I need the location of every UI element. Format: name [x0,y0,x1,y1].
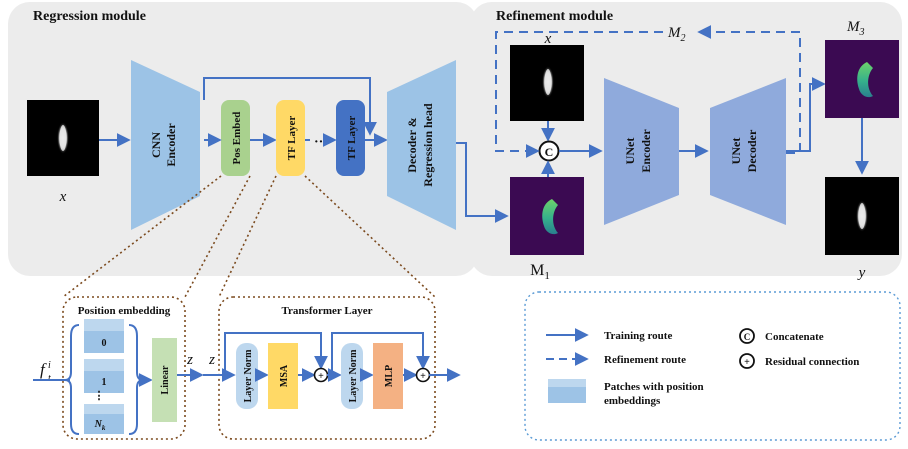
layer-norm-1-label: Layer Norm [243,349,254,403]
residual-add-2-symbol: + [420,371,426,382]
tf-layer-label: TF Layer [286,116,298,161]
legend-refinement-label: Refinement route [604,354,686,366]
patch-1-label: 1 [102,377,107,388]
legend-concat-label: Concatenate [765,331,824,343]
patch-0: 0 [84,319,124,353]
unet-decoder-line2: Decoder [745,129,759,172]
m3-label-sub: 3 [859,27,865,38]
m1-label-sub: 1 [544,270,550,282]
linear-block: Linear [152,338,177,422]
legend-patches-line1: Patches with position [604,381,704,393]
transformer-layer-box: Transformer Layer [218,296,436,440]
linear-out-z: z [186,352,193,368]
patch-nk-sub: k [102,424,106,432]
refine-x-label: x [544,31,552,47]
input-image-x [27,100,99,176]
m1-heatmap [510,177,584,255]
concat-node: C [538,140,560,162]
legend-residual-icon: + [739,353,755,369]
m3-label-main: M [846,19,861,35]
decoder-line1: Decoder & [405,117,419,172]
f-sup: i [48,360,51,371]
output-image-y [825,177,899,255]
decoder-line2: Regression head [421,103,435,187]
layer-norm-1: Layer Norm [236,343,258,409]
zoom-connectors [62,175,436,298]
left-brace [64,324,80,435]
tf-layer-last-label: TF Layer [346,116,358,161]
refine-input-image-x [510,45,584,121]
legend-patch-swatch [548,379,586,403]
tf-layer-block: TF Layer [276,100,305,176]
decoder-regression-head: Decoder & Regression head [387,60,456,230]
refinement-module-title: Refinement module [496,9,613,24]
m3-label: M3 [846,19,865,38]
legend-concat-symbol: C [744,332,751,342]
position-embedding-title: Position embedding [78,305,171,317]
tf-layer-last-block: TF Layer [336,100,365,176]
f-input-label: f [40,360,47,379]
transformer-in-z: z [208,352,215,368]
legend-residual-symbol: + [744,357,750,368]
pos-embed-block: Pos Embed [221,100,250,176]
unet-encoder-line1: UNet [623,138,637,165]
patch-nk: Nk [84,404,124,434]
mlp-label: MLP [384,365,395,387]
tf-layer-ellipsis: ··· [314,135,328,150]
position-embedding-box: Position embedding [62,296,186,440]
layer-norm-2: Layer Norm [341,343,363,409]
unet-decoder-line1: UNet [729,138,743,165]
m2-label-sub: 2 [681,33,686,44]
m2-label: M2 [667,25,686,44]
legend-training-label: Training route [604,330,672,342]
regression-module-title: Regression module [33,9,146,24]
legend-patches-line2: embeddings [604,395,661,407]
cnn-encoder: CNN Encoder [131,60,200,230]
residual-add-2: + [415,367,431,383]
m1-label: M1 [530,262,550,282]
unet-decoder: UNet Decoder [710,78,786,225]
mlp-block: MLP [373,343,403,409]
input-x-label: x [59,189,67,205]
patch-1: 1 [84,359,124,393]
cnn-encoder-line2: Encoder [164,123,178,167]
residual-add-1: + [313,367,329,383]
concat-node-symbol: C [545,145,554,159]
patch-nk-main: N [94,419,103,430]
m1-label-main: M [530,262,544,279]
msa-block: MSA [268,343,298,409]
layer-norm-2-label: Layer Norm [348,349,359,403]
msa-label: MSA [279,364,290,387]
legend: Training route Refinement route Patches … [524,291,901,441]
legend-concat-icon: C [739,328,755,344]
residual-add-1-symbol: + [318,371,324,382]
patch-ellipsis: ⋮ [94,390,105,402]
f-main: f [40,360,47,379]
pos-embed-label: Pos Embed [231,112,243,165]
patch-nk-label: Nk [94,419,106,432]
patch-0-label: 0 [102,338,107,349]
right-brace [128,324,144,435]
unet-encoder: UNet Encoder [604,78,679,225]
unet-encoder-line2: Encoder [639,129,653,173]
cnn-encoder-line1: CNN [149,132,163,158]
m2-label-main: M [667,25,682,41]
legend-residual-label: Residual connection [765,356,859,368]
f-sub: t [48,373,51,384]
m3-heatmap [825,40,899,118]
output-y-label: y [857,265,866,281]
linear-label: Linear [160,365,171,394]
transformer-layer-title: Transformer Layer [282,305,373,317]
